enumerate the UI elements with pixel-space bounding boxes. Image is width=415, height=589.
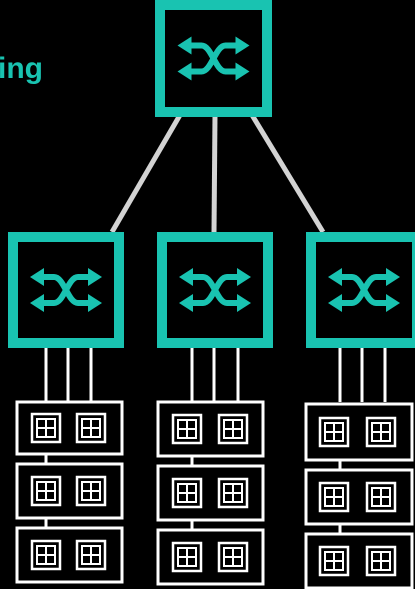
server-rack-icon	[30, 412, 62, 444]
server-unit	[15, 462, 124, 520]
server-rack-icon	[365, 545, 397, 577]
server-rack-icon	[171, 477, 203, 509]
server-rack-icon	[318, 481, 350, 513]
uplink-right	[249, 113, 326, 234]
server-rack-icon	[171, 541, 203, 573]
aggregation-switch-1	[8, 232, 124, 348]
server-rack-icon	[30, 475, 62, 507]
server-rack-icon	[30, 539, 62, 571]
server-unit	[304, 468, 414, 526]
server-rack-icon	[217, 541, 249, 573]
server-unit	[304, 402, 414, 462]
server-rack-icon	[75, 475, 107, 507]
server-rack-icon	[217, 413, 249, 445]
server-unit	[156, 528, 265, 586]
server-rack-icon	[217, 477, 249, 509]
server-stack-2	[156, 348, 265, 586]
uplink-left	[109, 113, 183, 234]
uplink-middle	[211, 114, 218, 233]
server-unit	[15, 400, 124, 456]
server-rack-icon	[75, 412, 107, 444]
uplinks	[109, 113, 326, 234]
server-rack-icon	[75, 539, 107, 571]
server-unit	[15, 526, 124, 584]
server-rack-icon	[171, 413, 203, 445]
server-unit	[156, 464, 265, 522]
core-switch	[155, 0, 272, 117]
server-rack-icon	[365, 416, 397, 448]
server-unit	[156, 400, 265, 458]
server-rack-icon	[365, 481, 397, 513]
server-rack-icon	[318, 416, 350, 448]
slide-title-fragment: ing	[0, 52, 43, 85]
server-unit	[304, 532, 414, 589]
server-stack-3	[304, 348, 414, 589]
server-rack-icon	[318, 545, 350, 577]
aggregation-switch-3	[306, 232, 415, 348]
aggregation-switch-2	[157, 232, 273, 348]
server-stack-1	[15, 348, 124, 584]
